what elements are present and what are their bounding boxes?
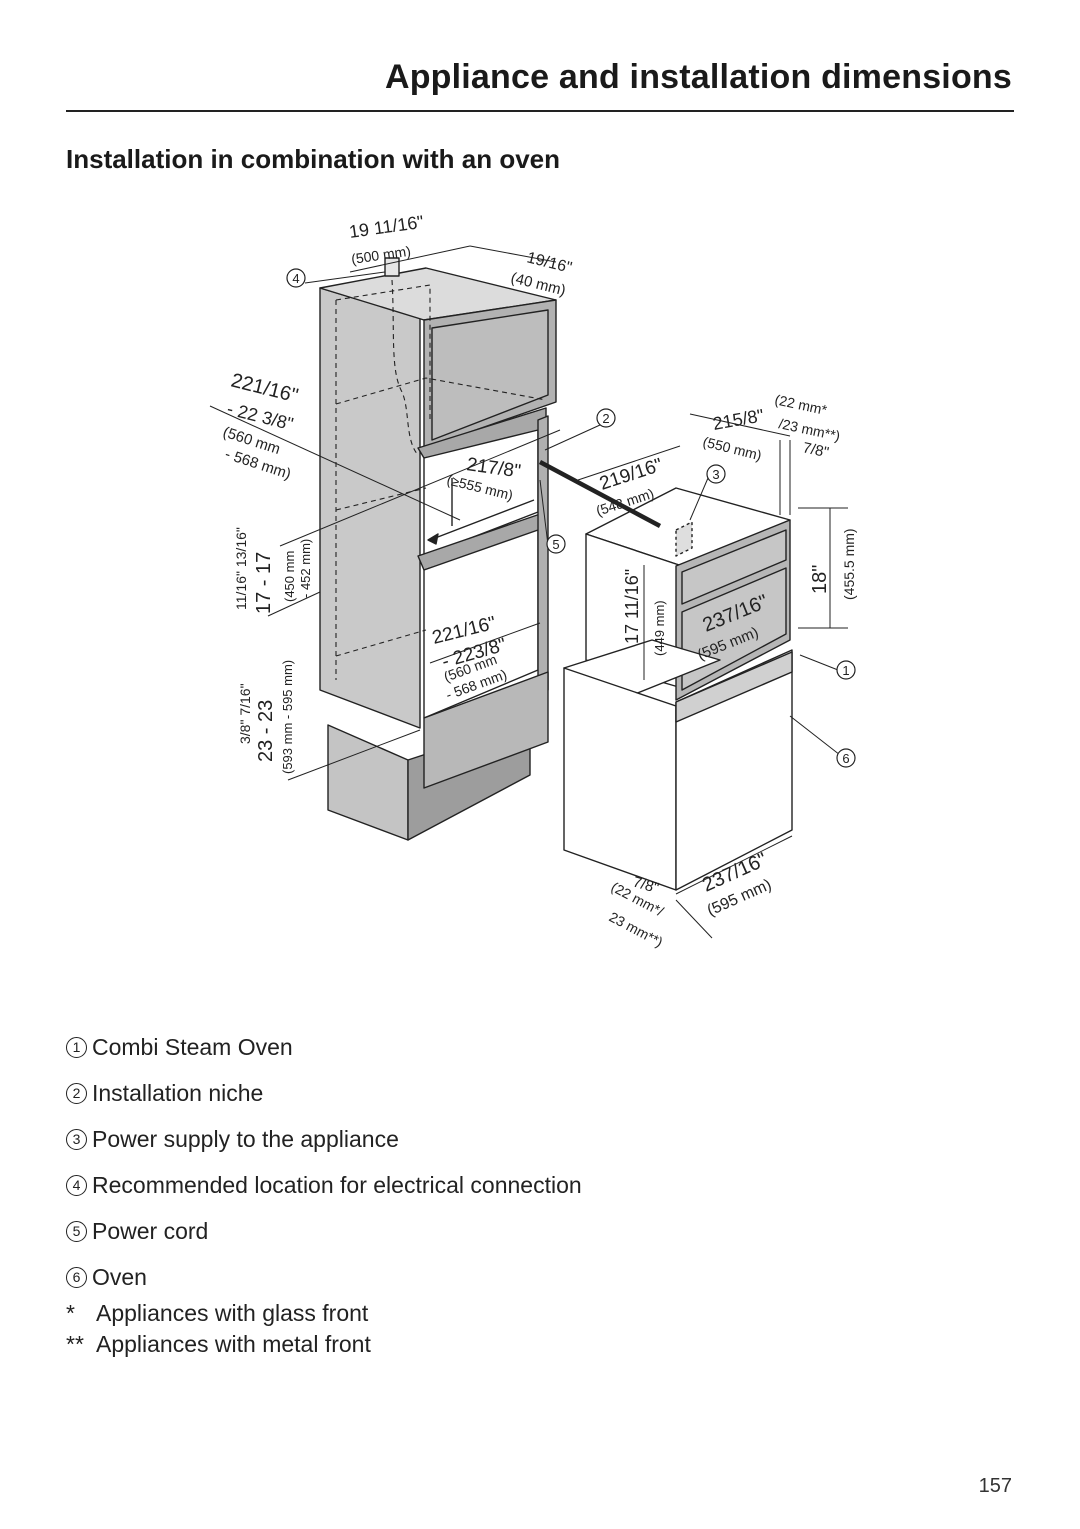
legend-label: Power cord bbox=[92, 1217, 209, 1244]
dim-app-depth-in: 219/16" bbox=[597, 455, 665, 495]
footnote: ** Appliances with metal front bbox=[66, 1329, 371, 1360]
footnote-text: Appliances with metal front bbox=[96, 1331, 371, 1357]
legend-label: Recommended location for electrical conn… bbox=[92, 1171, 582, 1198]
legend-label: Power supply to the appliance bbox=[92, 1125, 399, 1152]
dim-top-width-in: 19 11/16" bbox=[348, 212, 425, 242]
dim-app-inner-in: 17 11/16" bbox=[622, 569, 642, 644]
legend-number: 2 bbox=[66, 1082, 87, 1104]
callout-2: 2 bbox=[602, 411, 609, 426]
dim-app-depth2-in: 215/8" bbox=[711, 405, 765, 434]
legend-number: 4 bbox=[66, 1174, 87, 1196]
dim-niche-height-in-b: 17 - 17 bbox=[253, 552, 275, 614]
section-title: Installation in combination with an oven bbox=[66, 144, 561, 174]
legend-item: 5 Power cord bbox=[66, 1208, 582, 1254]
dim-top-width-mm: (500 mm) bbox=[350, 243, 412, 267]
dim-total-height-mm: (593 mm - 595 mm) bbox=[280, 660, 295, 774]
dim-oven-front-in: 7/8" bbox=[631, 874, 661, 898]
footnote-mark: ** bbox=[66, 1331, 84, 1357]
callout-1: 1 bbox=[842, 663, 849, 678]
dim-total-height-in-b: 23 - 23 bbox=[255, 700, 277, 762]
legend-item: 6 Oven bbox=[66, 1254, 582, 1300]
page-number: 157 bbox=[978, 1475, 1012, 1497]
footnotes: * Appliances with glass front ** Applian… bbox=[66, 1298, 371, 1360]
legend-item: 1 Combi Steam Oven bbox=[66, 1024, 582, 1070]
cabinet-plinth bbox=[327, 724, 409, 841]
footnote-mark: * bbox=[66, 1300, 75, 1326]
legend-label: Installation niche bbox=[92, 1079, 264, 1106]
title-rule bbox=[66, 110, 1014, 112]
footnote: * Appliances with glass front bbox=[66, 1298, 371, 1329]
dim-niche-height-mm: (450 mm bbox=[282, 551, 297, 602]
dim-total-height-in: 3/8" 7/16" bbox=[237, 683, 253, 744]
callout-3: 3 bbox=[712, 467, 719, 482]
legend-item: 2 Installation niche bbox=[66, 1070, 582, 1116]
dim-app-inner-mm: (449 mm) bbox=[652, 600, 667, 656]
cabinet-drawer bbox=[423, 671, 549, 789]
installation-diagram: 4 2 3 5 1 6 19 11/16" (500 mm) 19/16" (4… bbox=[209, 212, 857, 950]
footnote-text: Appliances with glass front bbox=[96, 1300, 369, 1326]
callout-6: 6 bbox=[842, 751, 849, 766]
legend: 1 Combi Steam Oven 2 Installation niche … bbox=[66, 1024, 582, 1300]
dim-app-depth2-mm: (550 mm) bbox=[701, 433, 763, 463]
callout-4: 4 bbox=[292, 271, 299, 286]
legend-number: 3 bbox=[66, 1128, 87, 1150]
dim-app-height-mm: (455.5 mm) bbox=[841, 528, 857, 600]
legend-item: 3 Power supply to the appliance bbox=[66, 1116, 582, 1162]
cabinet-left-side bbox=[319, 287, 421, 729]
legend-label: Oven bbox=[92, 1263, 147, 1290]
legend-number: 5 bbox=[66, 1220, 87, 1242]
dim-niche-height-in: 11/16" 13/16" bbox=[233, 527, 249, 610]
oven-side bbox=[563, 667, 677, 891]
legend-item: 4 Recommended location for electrical co… bbox=[66, 1162, 582, 1208]
callout-5: 5 bbox=[552, 537, 559, 552]
dim-front-mm-a: (22 mm* bbox=[773, 391, 829, 418]
page-title: Appliance and installation dimensions bbox=[384, 58, 1012, 96]
legend-label: Combi Steam Oven bbox=[92, 1033, 293, 1060]
power-cord bbox=[538, 460, 662, 528]
dim-app-height-in: 18" bbox=[809, 565, 831, 594]
legend-number: 1 bbox=[66, 1036, 87, 1058]
legend-number: 6 bbox=[66, 1266, 87, 1288]
dim-niche-height-mm-b: - 452 mm) bbox=[298, 539, 313, 598]
dim-top-depth-in: 19/16" bbox=[525, 249, 573, 277]
dim-front-in: 7/8" bbox=[801, 439, 830, 461]
